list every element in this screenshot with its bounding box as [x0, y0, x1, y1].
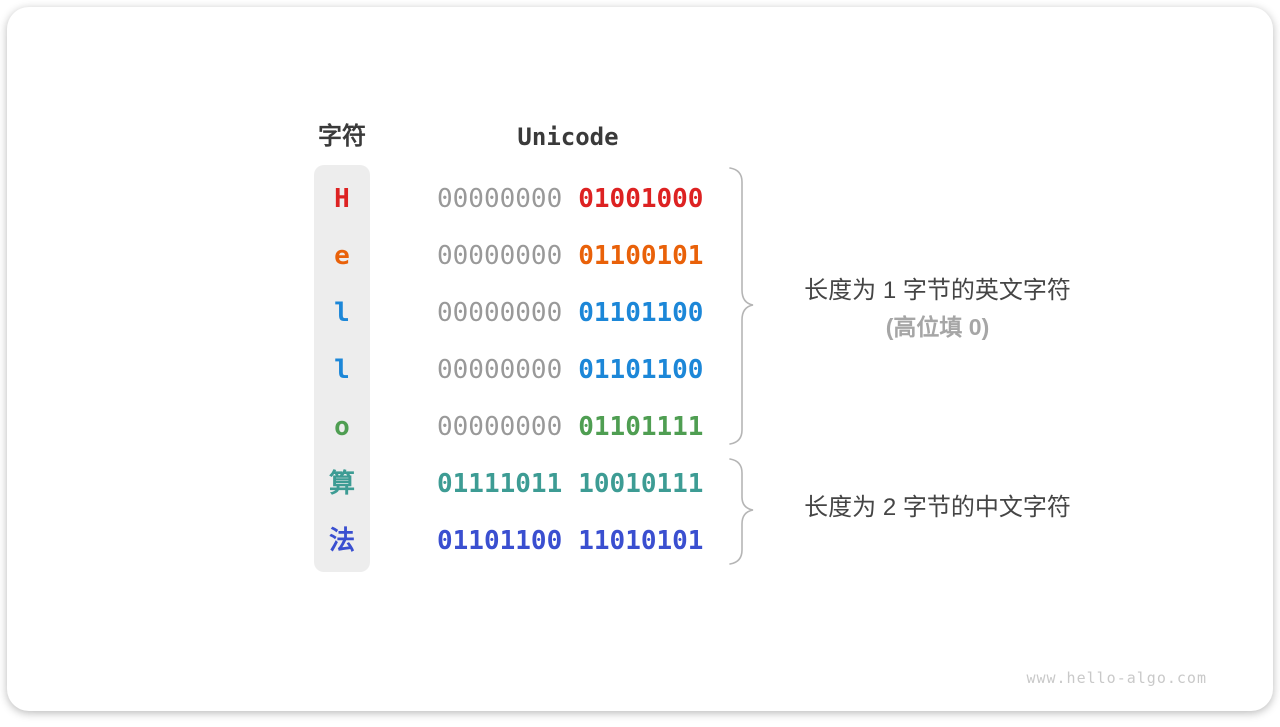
- unicode-binary: 00000000 01101100: [437, 342, 703, 399]
- header-unicode-column: Unicode: [437, 119, 699, 155]
- unicode-binary: 01111011 10010111: [437, 456, 703, 513]
- watermark: www.hello-algo.com: [1026, 669, 1207, 687]
- high-byte: 00000000: [437, 241, 562, 271]
- unicode-encoding-diagram: 字符 Unicode H 00000000 01001000 e 00000000…: [7, 7, 1273, 711]
- unicode-binary: 00000000 01100101: [437, 228, 703, 285]
- annotation-one-byte-line1: 长度为 1 字节的英文字符: [765, 272, 1110, 309]
- char-cell: 算: [314, 456, 370, 513]
- char-cell: 法: [314, 513, 370, 570]
- high-byte: 00000000: [437, 412, 562, 442]
- char-cell: H: [314, 171, 370, 228]
- high-byte: 00000000: [437, 355, 562, 385]
- header-character-column: 字符: [314, 119, 370, 155]
- unicode-binary: 01101100 11010101: [437, 513, 703, 570]
- low-byte: 01001000: [578, 184, 703, 214]
- high-byte: 00000000: [437, 184, 562, 214]
- char-cell: o: [314, 399, 370, 456]
- unicode-binary: 00000000 01101100: [437, 285, 703, 342]
- annotation-one-byte-line2: (高位填 0): [765, 309, 1110, 346]
- annotation-two-byte-line1: 长度为 2 字节的中文字符: [765, 489, 1110, 526]
- char-cell: l: [314, 342, 370, 399]
- low-byte: 10010111: [578, 469, 703, 499]
- annotation-two-byte: 长度为 2 字节的中文字符: [765, 489, 1110, 526]
- high-byte: 00000000: [437, 298, 562, 328]
- table-row: H 00000000 01001000: [7, 171, 1273, 228]
- low-byte: 11010101: [578, 526, 703, 556]
- char-cell: l: [314, 285, 370, 342]
- annotation-one-byte: 长度为 1 字节的英文字符 (高位填 0): [765, 272, 1110, 346]
- low-byte: 01101100: [578, 298, 703, 328]
- char-cell: e: [314, 228, 370, 285]
- unicode-binary: 00000000 01001000: [437, 171, 703, 228]
- low-byte: 01100101: [578, 241, 703, 271]
- high-byte: 01101100: [437, 526, 562, 556]
- low-byte: 01101111: [578, 412, 703, 442]
- table-row: l 00000000 01101100: [7, 342, 1273, 399]
- diagram-card: 字符 Unicode H 00000000 01001000 e 00000000…: [7, 7, 1273, 711]
- high-byte: 01111011: [437, 469, 562, 499]
- table-row: o 00000000 01101111: [7, 399, 1273, 456]
- unicode-binary: 00000000 01101111: [437, 399, 703, 456]
- low-byte: 01101100: [578, 355, 703, 385]
